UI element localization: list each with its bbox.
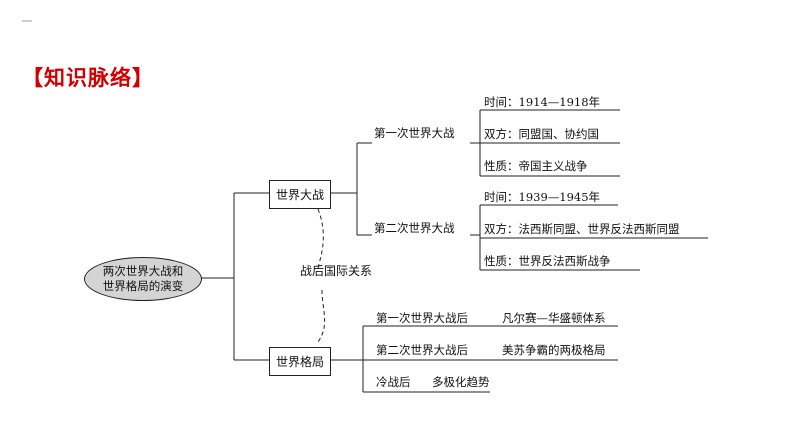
pattern-period-1: 第一次世界大战后 xyxy=(376,311,468,325)
relation-label: 战后国际关系 xyxy=(300,264,373,278)
ww1-nature: 性质：帝国主义战争 xyxy=(484,159,588,173)
ww1-label: 第一次世界大战 xyxy=(374,126,455,140)
section-heading: 【知识脉络】 xyxy=(22,66,154,90)
pattern-system-2: 美苏争霸的两极格局 xyxy=(502,343,606,357)
root-line-2: 世界格局的演变 xyxy=(102,279,184,293)
pattern-period-2: 第二次世界大战后 xyxy=(376,343,468,357)
ww2-sides: 双方：法西斯同盟、世界反法西斯同盟 xyxy=(484,222,680,236)
ww2-time: 时间：1939—1945年 xyxy=(484,190,601,204)
ww1-time: 时间：1914—1918年 xyxy=(484,95,601,109)
pattern-system-3: 多极化趋势 xyxy=(432,375,490,389)
pattern-system-1: 凡尔赛—华盛顿体系 xyxy=(502,311,606,325)
pattern-period-3: 冷战后 xyxy=(376,375,411,389)
ww1-sides: 双方：同盟国、协约国 xyxy=(484,127,599,141)
branch-world-war: 世界大战 xyxy=(269,180,331,209)
slide-corner-mark xyxy=(22,20,32,22)
root-line-1: 两次世界大战和 xyxy=(102,264,184,278)
ww2-label: 第二次世界大战 xyxy=(374,221,455,235)
branch-world-pattern: 世界格局 xyxy=(269,347,331,376)
root-node: 两次世界大战和 世界格局的演变 xyxy=(84,257,202,301)
ww2-nature: 性质：世界反法西斯战争 xyxy=(484,254,611,268)
